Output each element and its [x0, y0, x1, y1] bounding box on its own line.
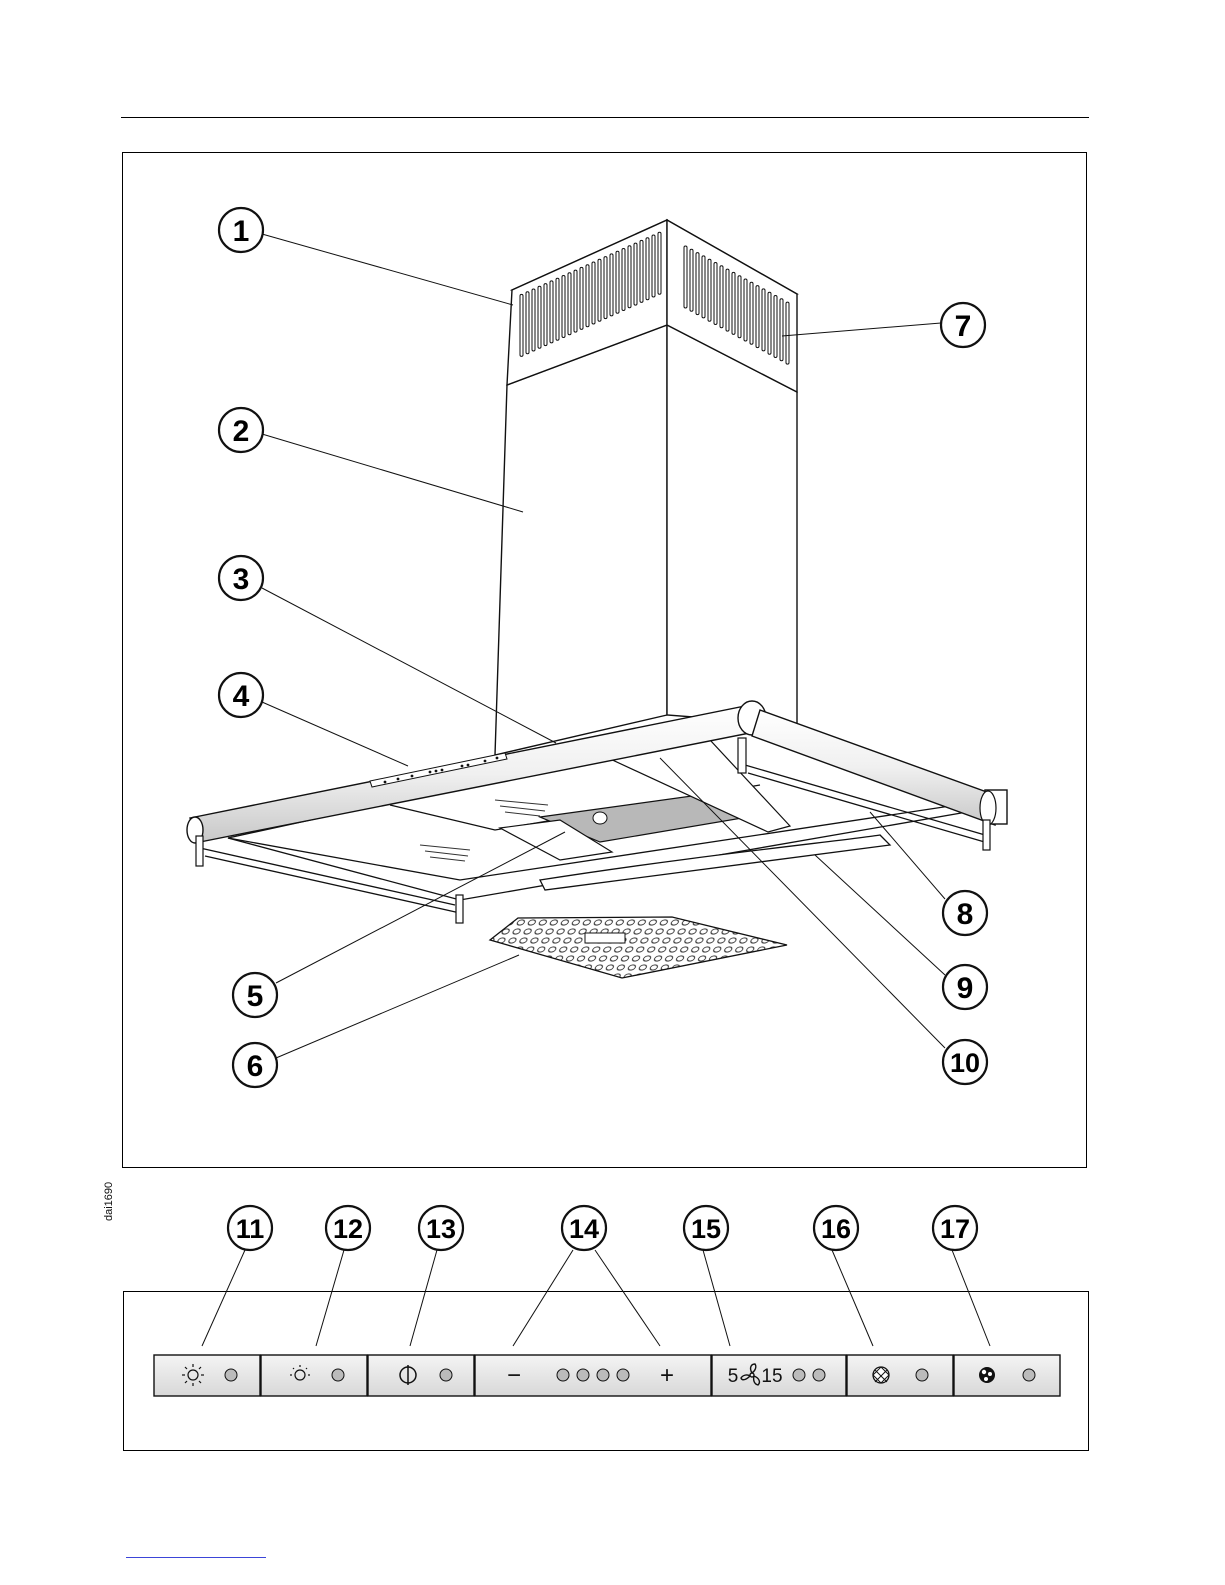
- minus-symbol: −: [507, 1362, 521, 1389]
- svg-text:5: 5: [247, 980, 264, 1013]
- power-led: [440, 1369, 452, 1381]
- svg-text:3: 3: [233, 563, 250, 596]
- fan-timer-led-2: [813, 1369, 825, 1381]
- svg-text:4: 4: [233, 680, 250, 713]
- callout-3: 3: [219, 556, 263, 600]
- grease-filter-icon: [873, 1367, 889, 1383]
- light-dim-button[interactable]: [261, 1355, 367, 1396]
- grease-filter: [490, 917, 787, 978]
- fan-timer-right-value: 15: [761, 1366, 782, 1387]
- svg-text:17: 17: [940, 1214, 970, 1244]
- callout-10: 10: [943, 1040, 987, 1084]
- callout-2: 2: [219, 408, 263, 452]
- svg-text:7: 7: [955, 310, 972, 343]
- svg-text:10: 10: [950, 1048, 980, 1078]
- charcoal-filter-icon: [979, 1367, 995, 1383]
- svg-text:11: 11: [236, 1214, 265, 1244]
- callout-8: 8: [943, 891, 987, 935]
- svg-text:8: 8: [957, 898, 974, 931]
- callout-15: 15: [684, 1206, 728, 1250]
- power-button[interactable]: [368, 1355, 474, 1396]
- svg-text:14: 14: [569, 1214, 599, 1244]
- callout-5: 5: [233, 973, 277, 1017]
- fan-timer-led-1: [793, 1369, 805, 1381]
- svg-text:13: 13: [426, 1214, 456, 1244]
- callout-16: 16: [814, 1206, 858, 1250]
- grease-filter-handle: [585, 933, 625, 943]
- svg-text:1: 1: [233, 215, 250, 248]
- callout-17: 17: [933, 1206, 977, 1250]
- leader-lines-panel: [202, 1250, 990, 1346]
- plus-symbol: +: [660, 1362, 674, 1389]
- interior-light-bulb: [593, 812, 607, 824]
- charcoal-filter-button[interactable]: [954, 1355, 1060, 1396]
- callout-13: 13: [419, 1206, 463, 1250]
- fan-timer-left-value: 5: [728, 1366, 739, 1387]
- callout-1: 1: [219, 208, 263, 252]
- grease-filter-led: [916, 1369, 928, 1381]
- light-dim-led: [332, 1369, 344, 1381]
- svg-text:16: 16: [821, 1214, 851, 1244]
- callout-9: 9: [943, 965, 987, 1009]
- charcoal-filter-led: [1023, 1369, 1035, 1381]
- svg-text:12: 12: [333, 1214, 363, 1244]
- callout-12: 12: [326, 1206, 370, 1250]
- callout-4: 4: [219, 673, 263, 717]
- svg-text:2: 2: [233, 415, 250, 448]
- callout-6: 6: [233, 1043, 277, 1087]
- svg-text:9: 9: [957, 972, 974, 1005]
- light-button[interactable]: [154, 1355, 260, 1396]
- callout-7: 7: [941, 303, 985, 347]
- svg-text:6: 6: [247, 1050, 264, 1083]
- grease-filter-button[interactable]: [847, 1355, 953, 1396]
- light-led: [225, 1369, 237, 1381]
- callout-14: 14: [562, 1206, 606, 1250]
- callout-11: 11: [228, 1206, 272, 1250]
- svg-text:15: 15: [691, 1214, 721, 1244]
